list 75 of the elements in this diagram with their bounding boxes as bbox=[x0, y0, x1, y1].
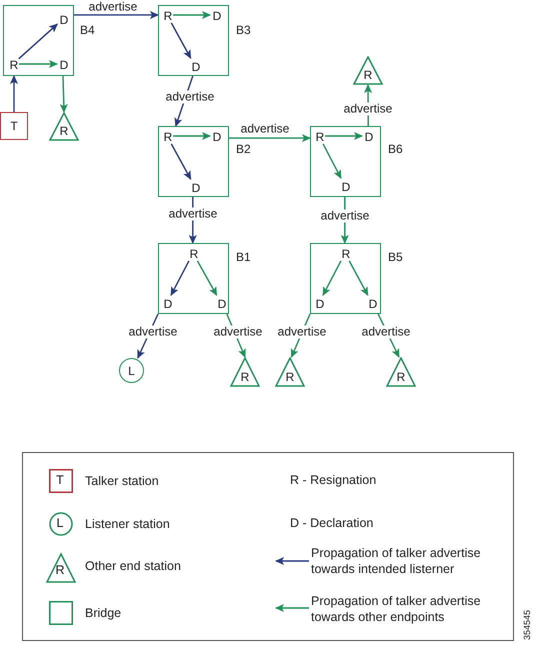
arrow bbox=[322, 260, 342, 296]
arrow bbox=[18, 24, 58, 60]
legend-text: Bridge bbox=[85, 605, 122, 621]
arrow bbox=[173, 11, 211, 19]
bridge-name: B3 bbox=[236, 23, 251, 37]
resignation-label: R bbox=[189, 247, 199, 261]
bridge-name: B6 bbox=[388, 142, 403, 156]
arrow bbox=[322, 144, 342, 179]
talker-station-box: T bbox=[0, 112, 28, 140]
declaration-label: D bbox=[212, 9, 222, 23]
arrow bbox=[170, 260, 190, 296]
symbol-letter: R bbox=[55, 563, 65, 577]
edge-label: advertise bbox=[320, 210, 370, 222]
bridge-box bbox=[158, 126, 229, 197]
arrow bbox=[170, 144, 192, 180]
arrow bbox=[173, 132, 211, 140]
declaration-label: D bbox=[59, 58, 69, 72]
arrow bbox=[74, 10, 159, 19]
declaration-label: D bbox=[364, 130, 374, 144]
declaration-label: D bbox=[191, 60, 201, 74]
end-station-triangle: R bbox=[353, 56, 383, 85]
legend-text: D - Declaration bbox=[290, 516, 374, 530]
edge-label: advertise bbox=[88, 0, 138, 14]
declaration-label: D bbox=[217, 297, 227, 311]
edge-label: advertise bbox=[212, 326, 264, 338]
edge-label: advertise bbox=[240, 122, 290, 136]
bridge-box bbox=[310, 126, 381, 197]
legend-text: Propagation of talker advertise towards intended listerner bbox=[311, 545, 482, 577]
bridge-box bbox=[158, 5, 229, 76]
arrow bbox=[170, 22, 192, 59]
legend-text: Listener station bbox=[85, 516, 171, 532]
arrow bbox=[60, 76, 68, 113]
arrow bbox=[229, 134, 311, 142]
bridge-box bbox=[158, 243, 229, 314]
bridge-name: B4 bbox=[80, 23, 95, 37]
resignation-label: R bbox=[341, 247, 351, 261]
declaration-label: D bbox=[212, 130, 222, 144]
resignation-label: R bbox=[9, 58, 19, 72]
edge-label: advertise bbox=[342, 102, 394, 116]
resignation-label: R bbox=[163, 130, 173, 144]
declaration-label: D bbox=[315, 297, 325, 311]
end-station-triangle: R bbox=[386, 357, 416, 387]
resignation-label: R bbox=[163, 9, 173, 23]
legend-text: R - Resignation bbox=[290, 473, 376, 487]
declaration-label: D bbox=[163, 297, 173, 311]
declaration-label: D bbox=[341, 180, 351, 194]
bridge-box bbox=[3, 5, 74, 76]
arrow bbox=[348, 260, 368, 296]
edge-label: advertise bbox=[128, 326, 178, 338]
bridge-box bbox=[310, 243, 381, 314]
end-station-triangle: R bbox=[275, 357, 305, 387]
legend-text: Other end station bbox=[85, 558, 182, 574]
legend-text: Talker station bbox=[85, 473, 160, 489]
declaration-label: D bbox=[59, 13, 69, 27]
resignation-label: R bbox=[315, 130, 325, 144]
bridge-name: B2 bbox=[236, 142, 251, 156]
listener-station-circle: L bbox=[119, 358, 144, 383]
bridge-name: B5 bbox=[388, 250, 403, 264]
end-station-triangle: R bbox=[49, 112, 79, 141]
declaration-label: D bbox=[191, 181, 201, 195]
figure-number: 354545 bbox=[522, 610, 532, 640]
edge-label: advertise bbox=[168, 208, 218, 220]
legend-text: Propagation of talker advertise towards other endpoints bbox=[311, 593, 482, 625]
arrow bbox=[19, 60, 58, 68]
edge-label: advertise bbox=[276, 326, 328, 338]
bridge-name: B1 bbox=[236, 250, 251, 264]
arrow bbox=[10, 75, 18, 112]
symbol-letter: L bbox=[56, 516, 64, 530]
arrow bbox=[196, 260, 218, 296]
symbol-letter: T bbox=[56, 473, 64, 487]
arrow bbox=[325, 132, 363, 140]
edge-label: advertise bbox=[164, 90, 216, 104]
end-station-triangle: R bbox=[230, 357, 260, 387]
declaration-label: D bbox=[368, 297, 378, 311]
edge-label: advertise bbox=[360, 326, 412, 338]
